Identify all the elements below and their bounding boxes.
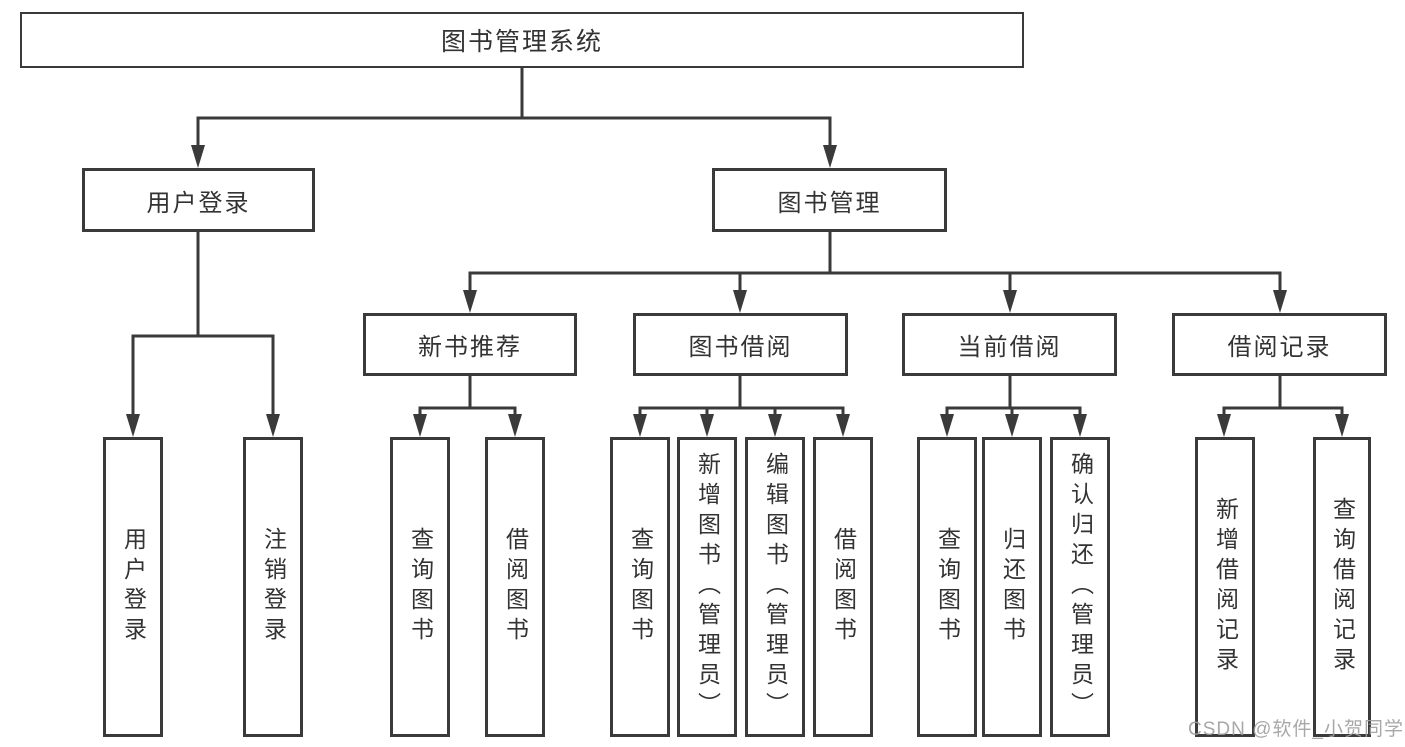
leaf-label: 归还图书 [999, 527, 1026, 647]
node-leaf-return-books: 归还图书 [982, 437, 1042, 737]
node-leaf-add-record: 新增借阅记录 [1195, 437, 1255, 737]
leaf-label: 确认归还（管理员） [1067, 452, 1094, 722]
csdn-watermark: CSDN @软件_小贺同学 [1188, 719, 1404, 740]
node-leaf-user-login: 用户登录 [103, 437, 163, 737]
node-leaf-query-books-1: 查询图书 [390, 437, 450, 737]
leaf-label: 借阅图书 [502, 527, 529, 647]
leaf-label: 新增图书（管理员） [694, 452, 721, 722]
node-new-book-recommend: 新书推荐 [363, 313, 577, 376]
leaf-label: 编辑图书（管理员） [762, 452, 789, 722]
node-leaf-query-record: 查询借阅记录 [1313, 437, 1371, 737]
node-root-system: 图书管理系统 [20, 12, 1024, 68]
leaf-label: 查询借阅记录 [1329, 497, 1356, 677]
node-leaf-logout: 注销登录 [243, 437, 303, 737]
leaf-label: 新增借阅记录 [1212, 497, 1239, 677]
node-leaf-query-books-3: 查询图书 [917, 437, 977, 737]
node-leaf-add-books: 新增图书（管理员） [677, 437, 737, 737]
leaf-label: 查询图书 [934, 527, 961, 647]
leaf-label: 查询图书 [407, 527, 434, 647]
node-leaf-confirm-return: 确认归还（管理员） [1050, 437, 1110, 737]
node-book-borrow: 图书借阅 [633, 313, 848, 376]
leaf-label: 用户登录 [120, 527, 147, 647]
node-book-management: 图书管理 [712, 168, 947, 232]
node-leaf-edit-books: 编辑图书（管理员） [745, 437, 805, 737]
node-current-borrow: 当前借阅 [902, 313, 1117, 376]
node-leaf-borrow-books-2: 借阅图书 [813, 437, 873, 737]
leaf-label: 查询图书 [627, 527, 654, 647]
leaf-label: 注销登录 [260, 527, 287, 647]
node-user-login: 用户登录 [82, 168, 315, 232]
node-borrow-records: 借阅记录 [1172, 313, 1387, 376]
leaf-label: 借阅图书 [830, 527, 857, 647]
node-leaf-query-books-2: 查询图书 [610, 437, 670, 737]
node-leaf-borrow-books-1: 借阅图书 [485, 437, 545, 737]
